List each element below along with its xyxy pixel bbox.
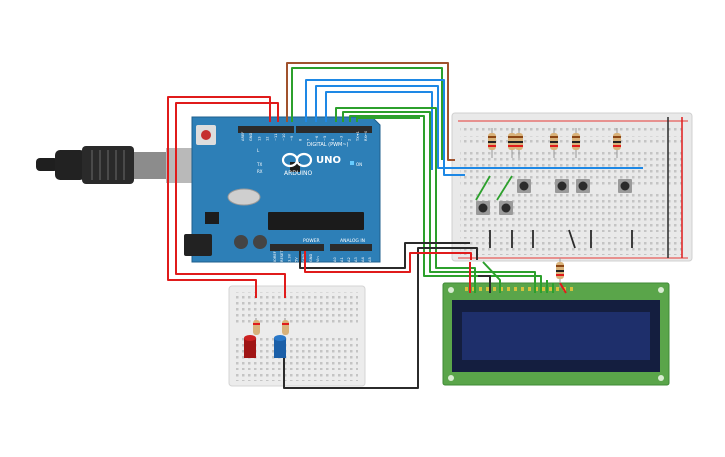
power-pin-label: Vin	[316, 256, 320, 262]
breadboard-green-jumpers	[475, 175, 513, 201]
digital-pin-label: ~9	[290, 135, 294, 141]
red-led	[244, 318, 260, 358]
analog-pin-label: A4	[361, 257, 365, 262]
wire-blue-a	[305, 79, 465, 176]
digital-pin-label: 13	[257, 136, 261, 141]
wire-blue-b	[315, 85, 643, 169]
digital-pin-label: 2	[348, 139, 352, 141]
power-pin-label: RESET	[280, 250, 284, 262]
analog-pin-label: A3	[354, 257, 358, 262]
wire-lcd-red-2	[559, 282, 567, 294]
wire-red-1	[167, 96, 271, 298]
digital-pin-label: AREF	[241, 132, 245, 141]
resistor	[488, 128, 496, 158]
resistor	[572, 128, 580, 158]
pushbutton	[476, 201, 490, 215]
wire-green-d	[349, 115, 542, 293]
digital-pin-label: 4	[331, 138, 335, 141]
power-pin-label: GND	[309, 254, 313, 262]
pushbuttons	[476, 179, 632, 215]
resistor	[508, 128, 516, 158]
analog-pin-label: A5	[368, 257, 372, 262]
blue-led	[274, 318, 289, 358]
wire-lcd-black	[478, 275, 491, 293]
digital-pin-label: 7	[307, 139, 311, 141]
digital-pin-label: ~5	[323, 136, 327, 141]
wire-red-2	[175, 102, 286, 298]
arduino-logo-text: ARDUINO	[284, 170, 313, 177]
power-pin-label: GND	[302, 254, 306, 262]
digital-pin-labels: AREF GND 13 12 ~11 ~10 ~9 8 7 ~6 ~5 4 ~3 2 TX➔1 RX←0	[241, 130, 368, 142]
digital-header-label: DIGITAL (PWM~)	[307, 142, 349, 148]
top-resistors	[488, 128, 621, 158]
wire-green-e	[356, 117, 420, 122]
resistor	[515, 128, 523, 158]
pushbutton	[499, 201, 513, 215]
power-pin-label: 3.3V	[287, 253, 291, 262]
rx-led-label: RX	[257, 169, 263, 174]
pushbutton	[555, 179, 569, 193]
pushbutton	[576, 179, 590, 193]
l-led-label: L	[257, 148, 260, 153]
wires	[167, 62, 643, 389]
digital-pin-label: ~10	[282, 133, 286, 141]
usb-cable	[36, 146, 198, 184]
digital-pin-label: ~3	[339, 136, 343, 141]
power-pin-label: IOREF	[273, 251, 277, 262]
analog-header-label: ANALOG IN	[340, 238, 365, 244]
wire-black-gnd	[299, 242, 470, 269]
pushbutton	[517, 179, 531, 193]
resistor	[613, 128, 621, 158]
digital-pin-label: ~6	[315, 135, 319, 141]
digital-pin-label: 12	[266, 136, 270, 141]
board-model-label: UNO	[316, 155, 341, 166]
resistor	[550, 128, 558, 158]
pushbutton	[618, 179, 632, 193]
analog-pin-label: A2	[347, 257, 351, 262]
digital-pin-label: GND	[249, 133, 253, 141]
wire-lcd-green-1	[482, 261, 501, 293]
analog-pin-label: A1	[340, 257, 344, 262]
arduino-logo-icon	[281, 152, 313, 168]
lcd-display	[442, 282, 670, 386]
wire-black-led	[283, 247, 478, 389]
digital-pin-label: TX➔1	[356, 131, 360, 142]
analog-pin-label: A0	[333, 257, 337, 262]
tx-led-label: TX	[256, 162, 262, 167]
breadboard-jumpers	[489, 229, 633, 249]
digital-pin-label: RX←0	[364, 130, 368, 141]
arduino-uno-board: ARDUINO UNO DIGITAL (PWM~) POWER ANALOG …	[184, 116, 381, 263]
power-pin-label: 5V	[295, 257, 299, 262]
wire-blue-c	[325, 91, 433, 170]
power-header-label: POWER	[303, 238, 320, 244]
wire-brown	[286, 62, 455, 161]
digital-pin-label: 8	[298, 138, 302, 141]
wire-red-5v	[304, 251, 472, 273]
on-led-label: ON	[356, 162, 362, 167]
wire-green-a	[291, 67, 443, 160]
digital-pin-label: ~11	[274, 133, 278, 141]
